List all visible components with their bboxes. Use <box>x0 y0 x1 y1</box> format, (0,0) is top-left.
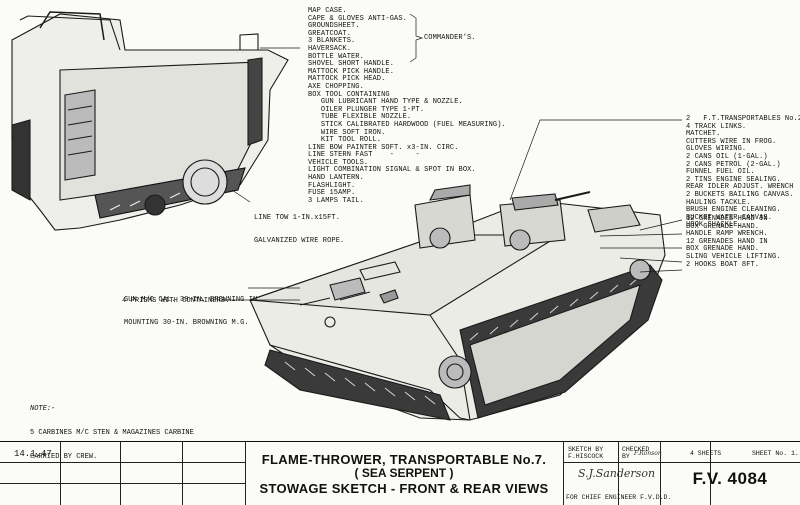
rear-view-sketch <box>11 11 289 231</box>
right-stowage-item: REAR IDLER ADJUST. WRENCH <box>686 183 794 192</box>
stowage-item: LIGHT COMBINATION SIGNAL & SPOT IN BOX. <box>308 166 476 175</box>
checker-signature: F.Ronson <box>634 450 662 457</box>
right-stowage-item: 4 TRACK LINKS. <box>686 122 747 131</box>
sheet-number: SHEET No. 1. <box>752 450 799 457</box>
right-grenade-item: 12 GRENADES HAND IN <box>686 237 768 246</box>
right-stowage-item: HOOK SHACKLE. <box>686 221 742 230</box>
right-stowage-item: 2 BUCKETS BAILING CANVAS. <box>686 190 794 199</box>
stowage-item: HAVERSACK. <box>308 44 352 53</box>
stowage-item: GREATCOAT. <box>308 29 352 38</box>
right-stowage-item: HAULING TACKLE. <box>686 198 751 207</box>
tow-rope-label: LINE TOW 1-IN.x15FT. GALVANIZED WIRE ROP… <box>254 214 345 245</box>
right-stowage-item: GLOVES WIRING. <box>686 145 747 154</box>
right-grenade-item: SLING VEHICLE LIFTING. <box>686 252 781 261</box>
chief-engineer: FOR CHIEF ENGINEER F.V.D.D. <box>566 494 672 501</box>
sketch-by-label: SKETCH BY <box>568 446 604 453</box>
right-grenade-item: 12 GRENADES HAND IN <box>686 215 768 223</box>
stowage-item: BOTTLE WATER. <box>308 52 364 61</box>
right-grenade-item: 2 HOOKS BOAT 8FT. <box>686 260 760 269</box>
stowage-item: FLASHLIGHT. <box>308 181 356 190</box>
title-line-3: STOWAGE SKETCH - FRONT & REAR VIEWS <box>259 481 549 496</box>
sheet-count: 4 SHEETS <box>690 450 722 457</box>
gun-label: GUN M/C CAL. 30-IN. BROWNING IN MOUNTING… <box>124 296 258 327</box>
stowage-item: GROUNDSHEET. <box>308 22 360 31</box>
stowage-item: MATTOCK PICK HEAD. <box>308 75 386 84</box>
stowage-item: STICK CALIBRATED HARDWOOD (FUEL MEASURIN… <box>308 120 506 129</box>
commanders-label: COMMANDER'S. <box>424 34 476 42</box>
right-grenade-item: BOX GRENADE HAND. <box>686 222 760 231</box>
crew-note: NOTE:- 5 CARBINES M/C STEN & MAGAZINES C… <box>30 405 194 461</box>
leader-lines <box>222 13 683 301</box>
stowage-item: GUN LUBRICANT HAND TYPE & NOZZLE. <box>308 98 463 107</box>
right-stowage-item: MATCHET. <box>686 130 721 139</box>
stowage-item: FUSE 15AMP. <box>308 189 356 198</box>
stowage-item: WIRE SOFT IRON. <box>308 128 386 137</box>
stowage-item: HAND LANTERN. <box>308 174 364 183</box>
date: 14.1.47 <box>14 449 52 459</box>
right-stowage-item: 2 CANS PETROL (2-GAL.) <box>686 160 781 169</box>
title-block: 14.1.47 FLAME-THROWER, TRANSPORTABLE No.… <box>0 441 800 505</box>
sketch-by: F.HISCOCK <box>568 453 604 460</box>
stowage-item: MATTOCK PICK HANDLE. <box>308 67 395 76</box>
stowage-list: MAP CASE.CAPE & GLOVES ANTI-GAS.GROUNDSH… <box>308 7 506 205</box>
stowage-item: TUBE FLEXIBLE NOZZLE. <box>308 113 412 122</box>
stowage-item: AXE CHOPPING. <box>308 82 364 91</box>
right-stowage-item: FUNNEL FUEL OIL. <box>686 168 755 177</box>
stowage-item: SHOVEL SHORT HANDLE. <box>308 60 395 69</box>
right-stowage-item: 2 F.T.TRANSPORTABLES No.2 <box>686 115 800 123</box>
checked-by: BY <box>622 453 630 460</box>
signature: S.J.Sanderson <box>578 467 656 480</box>
right-stowage-item: BRUSH ENGINE CLEANING. <box>686 206 781 215</box>
title-line-1: FLAME-THROWER, TRANSPORTABLE No.7. <box>261 452 547 467</box>
stowage-item: LINE STERN FAST - - <box>308 151 420 160</box>
stowage-item: CAPE & GLOVES ANTI-GAS. <box>308 14 407 23</box>
right-grenade-item: HANDLE RAMP WRENCH. <box>686 230 768 239</box>
stowage-item: VEHICLE TOOLS. <box>308 158 369 167</box>
right-grenade-item: BOX GRENADE HAND. <box>686 245 760 254</box>
drawing-number: F.V. 4084 <box>692 469 768 488</box>
stowage-item: BOX TOOL CONTAINING <box>308 90 390 99</box>
stowage-item: 3 LAMPS TAIL. <box>308 196 364 205</box>
stowage-item: LINE BOW PAINTER SOFT. x3-IN. CIRC. <box>308 143 459 152</box>
front-view-sketch <box>249 184 666 421</box>
stowage-item: KIT TOOL ROLL. <box>308 136 382 145</box>
stowage-item: OILER PLUNGER TYPE 1-PT. <box>308 105 425 114</box>
stowage-item: MAP CASE. <box>308 7 347 15</box>
right-stowage-item: 2 CANS OIL (1-GAL.) <box>686 152 768 161</box>
prism-label: 4 PRISMS WITH CONTAINERS. <box>122 297 230 305</box>
right-stowage-item: BUCKET WATER CANVAS. <box>686 213 773 222</box>
right-stowage-item: CUTTERS WIRE IN FROG. <box>686 137 777 146</box>
right-stowage-item: 2 TINS ENGINE SEALING. <box>686 175 781 184</box>
title-line-2: ( SEA SERPENT ) <box>354 466 454 480</box>
stowage-item: 3 BLANKETS. <box>308 37 356 46</box>
checked-label: CHECKED <box>622 446 650 453</box>
